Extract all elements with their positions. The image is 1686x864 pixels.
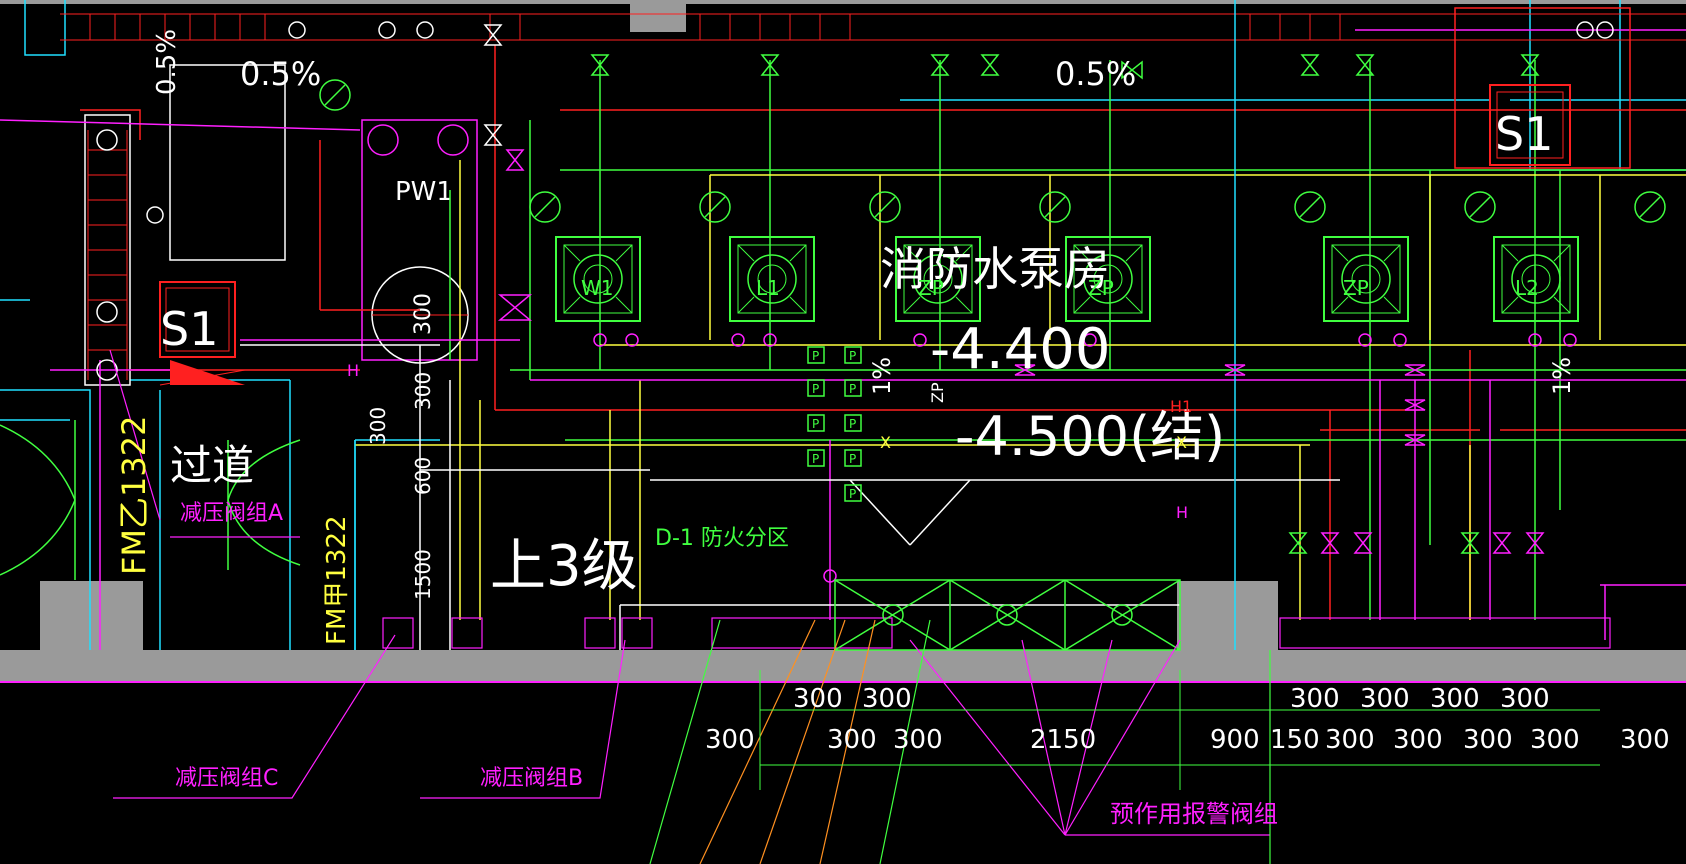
pump-label-2: L1 (756, 276, 780, 300)
pw1-300-label: 300 (411, 293, 436, 335)
x-label-2: X (1176, 433, 1187, 452)
column-left (40, 581, 143, 650)
pump-4 (1065, 236, 1151, 322)
dim-upper-6: 300 (1500, 684, 1550, 714)
p-marker-boxes (807, 346, 862, 502)
dim-vert-2: 300 (366, 407, 390, 445)
p-marker-4: P (849, 382, 856, 396)
dim-lower-1: 300 (705, 725, 755, 755)
preaction-valve-label: 预作用报警阀组 (1110, 800, 1278, 828)
dim-upper-4: 300 (1360, 684, 1410, 714)
dim-lower-11: 300 (1620, 725, 1670, 755)
p-marker-6: P (849, 417, 856, 431)
structural-elevation: -4.500(结) (955, 405, 1225, 468)
valves (483, 24, 1545, 554)
slope-mid-vertical: 1% (868, 357, 896, 395)
zp-label: ZP (928, 382, 947, 403)
column-right (1177, 581, 1278, 650)
corridor-label: 过道 (170, 441, 254, 490)
bottom-slope-lines (699, 619, 876, 864)
slope-left-vertical: 0.5% (152, 29, 182, 95)
dim-lower-7: 300 (1325, 725, 1375, 755)
x-label-1: X (880, 433, 891, 452)
p-marker-1: P (812, 349, 819, 363)
fire-zone-label: D-1 防火分区 (655, 526, 789, 551)
dimension-lines (759, 670, 1600, 790)
left-red-column (84, 114, 131, 386)
dim-lower-5: 900 (1210, 725, 1260, 755)
pump-2 (729, 236, 815, 322)
pump-label-5: ZP (1343, 276, 1369, 300)
left-tank-outlines (84, 64, 286, 386)
s1-left-box (159, 281, 246, 386)
dim-lower-10: 300 (1530, 725, 1580, 755)
top-red-hatch (60, 13, 1686, 41)
prv-group-b-label: 减压阀组B (480, 766, 583, 791)
dim-lower-2: 300 (827, 725, 877, 755)
pump-label-4: ZP (1088, 276, 1114, 300)
dim-lower-8: 300 (1393, 725, 1443, 755)
pump-1 (555, 236, 641, 322)
room-name-label: 消防水泵房 (880, 242, 1110, 296)
slope-top-left: 0.5% (240, 55, 321, 93)
p-marker-2: P (849, 349, 856, 363)
slope-top-mid: 0.5% (1055, 55, 1136, 93)
piping-network (0, 0, 1686, 650)
p-marker-5: P (812, 417, 819, 431)
h-label-mid: H (1176, 503, 1188, 522)
p-marker-8: P (849, 452, 856, 466)
pw1-label: PW1 (395, 177, 453, 207)
h1-label: H1 (1170, 397, 1192, 416)
dim-upper-5: 300 (1430, 684, 1480, 714)
up-3-steps-label: 上3级 (490, 534, 638, 599)
pump-5 (1323, 236, 1409, 322)
dim-lower-3: 300 (893, 725, 943, 755)
door-swings (0, 420, 301, 580)
dim-lower-6: 150 (1270, 725, 1320, 755)
dim-upper-1: 300 (793, 684, 843, 714)
s1-left-label: S1 (160, 302, 218, 356)
dim-lower-9: 300 (1463, 725, 1513, 755)
s1-right-label: S1 (1495, 107, 1553, 161)
pump-3 (895, 236, 981, 322)
pump-6 (1493, 236, 1579, 322)
pump-label-1: W1 (581, 276, 614, 300)
p-marker-7: P (812, 452, 819, 466)
pump-label-3: ZP (918, 276, 944, 300)
pipe-nodes (593, 333, 1577, 583)
preaction-valve-boxes (834, 579, 1181, 651)
p-marker-9: P (849, 487, 856, 501)
door-fm-a-label: FM乙1322 (115, 416, 153, 575)
slope-right-vertical: 1% (1548, 357, 1576, 395)
dim-lower-4: 2150 (1030, 725, 1096, 755)
dim-vert-1: 300 (411, 372, 435, 410)
left-walls (0, 0, 1686, 650)
prv-group-c-label: 减压阀组C (175, 766, 278, 791)
pump-set (555, 236, 1579, 322)
s1-right-box (1454, 7, 1631, 169)
pressure-gauges (319, 79, 1666, 223)
h-label-left: H (347, 361, 359, 380)
dim-upper-2: 300 (862, 684, 912, 714)
floor-slab (0, 650, 1686, 682)
dim-upper-3: 300 (1290, 684, 1340, 714)
floor-elevation: -4.400 (930, 317, 1111, 382)
door-fm-b-label: FM甲1322 (322, 515, 352, 645)
p-marker-3: P (812, 382, 819, 396)
dim-vert-4: 1500 (411, 549, 435, 600)
column-top (630, 0, 686, 32)
dim-vert-3: 600 (411, 457, 435, 495)
bottom-slope-lines-green (649, 619, 1271, 864)
prv-group-a-label: 减压阀组A (180, 501, 283, 526)
leader-lines (109, 349, 1270, 836)
pump-label-6: L2 (1515, 276, 1539, 300)
top-fittings (96, 21, 1614, 381)
